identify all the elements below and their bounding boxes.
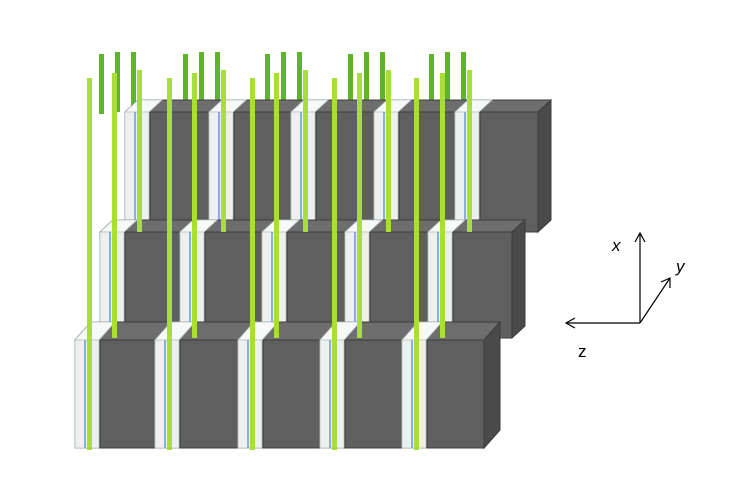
coordinate-axes: x y z [564, 231, 686, 361]
back-fiber [364, 52, 369, 112]
front-fiber [192, 73, 197, 338]
front-fiber [357, 73, 362, 338]
layer-side-face [483, 320, 501, 450]
front-fiber [303, 70, 308, 232]
front-fiber [440, 73, 445, 338]
back-fiber [215, 52, 220, 112]
x-axis-arrowhead [634, 231, 646, 243]
front-fiber [332, 78, 337, 450]
z-axis-arrowhead [564, 317, 576, 329]
front-fiber [414, 78, 419, 450]
back-fiber [348, 54, 353, 114]
back-fiber [183, 54, 188, 114]
y-axis-arrowhead [660, 277, 671, 288]
back-fiber [429, 54, 434, 114]
back-fiber [265, 54, 270, 114]
front-fiber [274, 73, 279, 338]
front-fiber [112, 73, 117, 338]
back-fiber [99, 54, 104, 114]
back-fiber [199, 52, 204, 112]
back-fiber [380, 52, 385, 112]
block-stack [73, 98, 553, 450]
layer-3 [73, 320, 502, 450]
layer-side-face [537, 98, 552, 234]
front-fiber [137, 70, 142, 232]
y-axis-arrow [639, 277, 671, 324]
back-fiber [281, 52, 286, 112]
front-fiber [467, 70, 472, 232]
front-fiber [87, 78, 92, 450]
front-fiber [250, 78, 255, 450]
layer-2 [98, 218, 527, 340]
front-fiber [386, 70, 391, 232]
back-fiber [131, 52, 136, 112]
front-fiber [221, 70, 226, 232]
back-fiber [461, 52, 466, 112]
back-fiber [297, 52, 302, 112]
front-fiber-group [87, 70, 472, 450]
layer-1 [123, 98, 553, 234]
layer-side-face [511, 218, 526, 340]
back-fiber [115, 52, 120, 112]
back-fiber-group [99, 52, 466, 114]
front-fiber [167, 78, 172, 450]
y-axis-label: y [675, 257, 686, 276]
x-axis-label: x [611, 236, 621, 255]
z-axis-label: z [578, 342, 587, 361]
back-fiber [445, 52, 450, 112]
